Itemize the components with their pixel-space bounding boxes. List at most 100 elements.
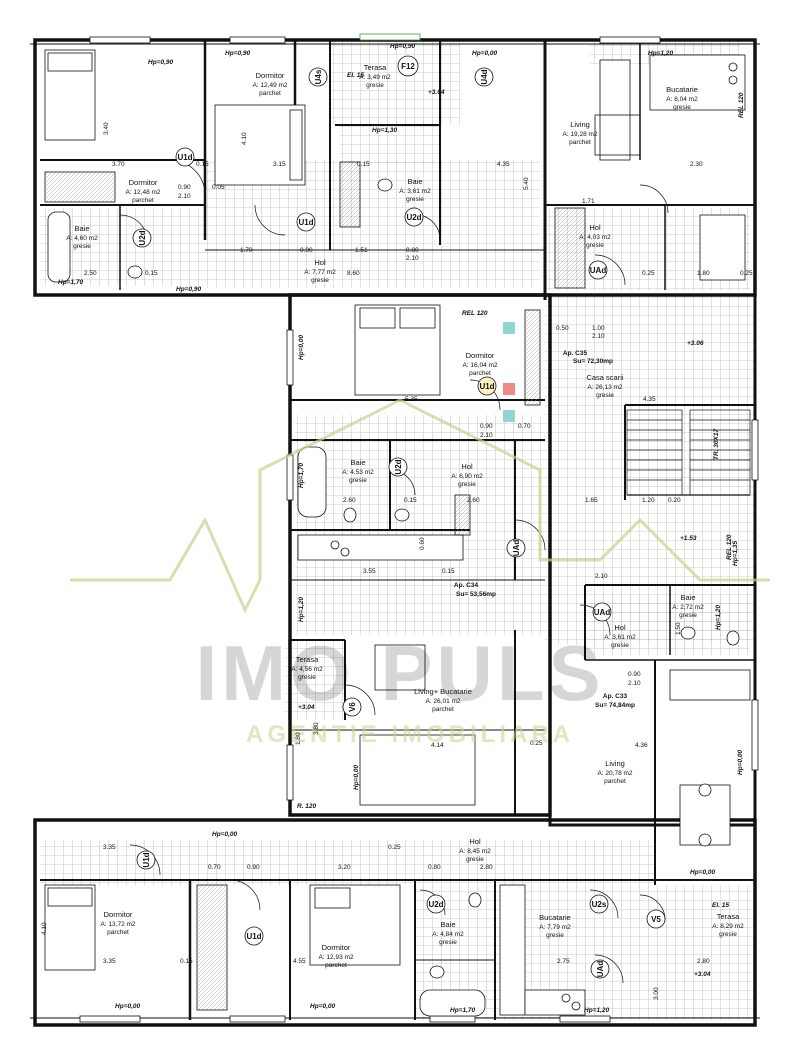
svg-text:A: 26,13 m2: A: 26,13 m2 [587, 384, 622, 391]
door-tag: UAd [506, 538, 526, 558]
svg-text:Hp=0,90: Hp=0,90 [390, 43, 415, 50]
svg-text:A: 6,90 m2: A: 6,90 m2 [451, 473, 483, 480]
room-label-baie-a1: Baie A: 3,61 m2 gresie [399, 177, 431, 203]
door-tag: U1d [136, 850, 156, 870]
svg-text:parchet: parchet [432, 706, 454, 713]
svg-text:UAd: UAd [512, 540, 521, 557]
svg-text:Hp=0,00: Hp=0,00 [472, 50, 497, 57]
room-label-baie-a2: Baie A: 4,60 m2 gresie [66, 224, 98, 250]
room-label-baie-c: Baie A: 2,72 m2 gresie [672, 593, 704, 619]
svg-text:0.50: 0.50 [556, 325, 569, 332]
svg-text:Baie: Baie [680, 593, 695, 602]
svg-text:Hp=0,00: Hp=0,00 [212, 831, 237, 838]
stairs [626, 409, 751, 496]
svg-text:0.90: 0.90 [247, 864, 260, 871]
room-label-hol-a2: Hol A: 4,03 m2 gresie [579, 223, 611, 249]
svg-text:0.80: 0.80 [406, 247, 419, 254]
svg-text:1.00: 1.00 [592, 325, 605, 332]
svg-text:U2d: U2d [394, 459, 403, 474]
svg-text:Hp=1,30: Hp=1,30 [372, 127, 397, 134]
svg-text:gresie: gresie [673, 104, 691, 111]
svg-text:U2s: U2s [592, 900, 607, 909]
svg-text:1.71: 1.71 [582, 198, 595, 205]
svg-text:gresie: gresie [466, 856, 484, 863]
svg-text:REL 120: REL 120 [738, 92, 745, 118]
svg-text:1.20: 1.20 [642, 497, 655, 504]
svg-text:0.90: 0.90 [628, 671, 641, 678]
svg-text:gresie: gresie [546, 932, 564, 939]
svg-text:Living+ Bucatarie: Living+ Bucatarie [414, 687, 472, 696]
room-label-baie-b: Baie A: 4,53 m2 gresie [342, 458, 374, 484]
svg-text:3.40: 3.40 [103, 122, 110, 135]
color-markers [503, 322, 515, 422]
apartment-label-c34: Ap. C34 Su= 53,56mp [454, 582, 496, 598]
svg-text:gresie: gresie [719, 931, 737, 938]
svg-text:U1d: U1d [246, 932, 261, 941]
svg-text:0.90: 0.90 [480, 423, 493, 430]
svg-text:3.55: 3.55 [363, 568, 376, 575]
svg-text:gresie: gresie [679, 612, 697, 619]
svg-text:0.15: 0.15 [357, 161, 370, 168]
door-tag: U2s [589, 894, 609, 914]
svg-text:V5: V5 [651, 915, 661, 924]
svg-text:El. 15: El. 15 [712, 902, 729, 909]
svg-text:Bucatarie: Bucatarie [539, 913, 571, 922]
svg-text:1.80: 1.80 [697, 270, 710, 277]
svg-text:2.10: 2.10 [480, 432, 493, 439]
svg-text:UAd: UAd [596, 961, 605, 978]
door-tag: U1d [477, 376, 497, 396]
svg-text:Hp=0,00: Hp=0,00 [115, 1003, 140, 1010]
svg-text:3.15: 3.15 [273, 161, 286, 168]
door-tags: U1d U1d U2d U2d U4s U4d UAd U1d U2d UAd … [132, 55, 666, 979]
room-label-bucatarie-a: Bucatarie A: 8,04 m2 gresie [666, 85, 698, 111]
room-labels: Dormitor A: 12,48 m2 parchet Dormitor A:… [66, 63, 744, 969]
svg-text:A: 4,84 m2: A: 4,84 m2 [432, 931, 464, 938]
svg-text:3.20: 3.20 [338, 864, 351, 871]
svg-text:Hp=0,00: Hp=0,00 [310, 1003, 335, 1010]
svg-text:parchet: parchet [569, 139, 591, 146]
door-tag: UAd [588, 260, 608, 280]
svg-text:1.70: 1.70 [240, 247, 253, 254]
svg-text:Dormitor: Dormitor [466, 351, 495, 360]
svg-text:A: 20,78 m2: A: 20,78 m2 [597, 770, 632, 777]
svg-text:F12: F12 [401, 62, 415, 71]
door-tag: U1d [175, 147, 195, 167]
svg-text:3.35: 3.35 [103, 844, 116, 851]
svg-text:0.15: 0.15 [180, 958, 193, 965]
svg-text:A: 3,61 m2: A: 3,61 m2 [399, 188, 431, 195]
svg-text:0.25: 0.25 [388, 844, 401, 851]
svg-text:gresie: gresie [458, 481, 476, 488]
svg-text:Casa scarii: Casa scarii [586, 373, 623, 382]
door-tag: U4d [474, 67, 494, 87]
svg-text:El. 15: El. 15 [347, 72, 364, 79]
svg-text:U2d: U2d [138, 230, 147, 245]
svg-text:2.80: 2.80 [697, 958, 710, 965]
svg-text:3.35: 3.35 [103, 958, 116, 965]
svg-text:3.80: 3.80 [313, 722, 320, 735]
svg-text:Hp=0,00: Hp=0,00 [737, 750, 744, 775]
svg-text:A: 2,72 m2: A: 2,72 m2 [672, 604, 704, 611]
svg-text:1.65: 1.65 [585, 497, 598, 504]
svg-text:Living: Living [570, 120, 590, 129]
svg-text:parchet: parchet [469, 370, 491, 377]
svg-text:gresie: gresie [611, 642, 629, 649]
svg-text:V6: V6 [348, 702, 357, 712]
svg-text:Baie: Baie [407, 177, 422, 186]
svg-text:0.80: 0.80 [428, 864, 441, 871]
svg-text:4.55: 4.55 [293, 958, 306, 965]
svg-text:3.00: 3.00 [653, 987, 660, 1000]
svg-text:Hol: Hol [589, 223, 601, 232]
svg-text:gresie: gresie [366, 82, 384, 89]
apartment-labels: Ap. C35 Su= 72,30mp Ap. C34 Su= 53,56mp … [454, 350, 635, 709]
door-tag: U2d [426, 894, 446, 914]
svg-text:+3.04: +3.04 [298, 704, 315, 711]
svg-text:+3.06: +3.06 [687, 340, 704, 347]
svg-text:parchet: parchet [107, 929, 129, 936]
door-tag: V6 [342, 697, 362, 717]
svg-text:REL 120: REL 120 [726, 534, 733, 560]
room-label-hol-c: Hol A: 3,61 m2 gresie [604, 623, 636, 649]
door-tag: UAd [592, 602, 612, 622]
room-label-hol-b: Hol A: 6,90 m2 gresie [451, 462, 483, 488]
room-label-dormitor-d2: Dormitor A: 12,93 m2 parchet [318, 943, 353, 969]
